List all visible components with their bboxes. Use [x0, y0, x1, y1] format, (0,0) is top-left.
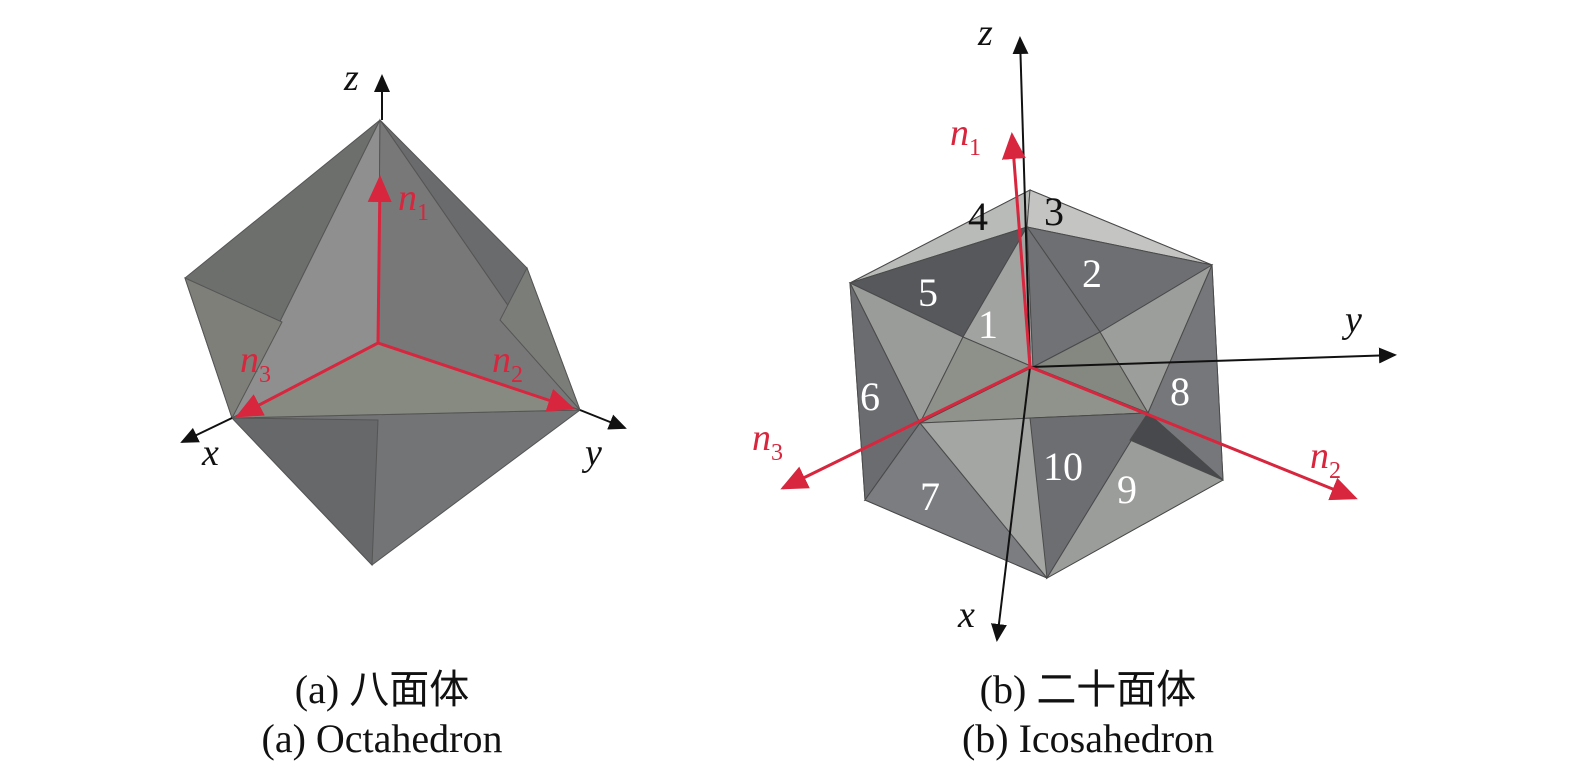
- y-axis-label: y: [581, 432, 602, 474]
- face-label-5: 5: [918, 270, 938, 315]
- n3-vector: [780, 365, 1031, 490]
- n1-label: n1: [398, 177, 429, 226]
- z-axis-label: z: [343, 57, 359, 99]
- n1-label: n1: [950, 112, 981, 161]
- n3-vector: [235, 341, 379, 418]
- face-label-2: 2: [1082, 251, 1102, 296]
- n1-vector: [367, 175, 392, 344]
- caption-a-english: (a) Octahedron: [261, 716, 503, 761]
- octahedron-normals: [235, 175, 575, 418]
- face-label-8: 8: [1170, 369, 1190, 414]
- caption-b-chinese: (b) 二十面体: [979, 667, 1197, 712]
- icosahedron-axes: [990, 36, 1397, 642]
- caption-a-chinese: (a) 八面体: [294, 667, 470, 712]
- octahedron-axes: [180, 74, 627, 443]
- n3-label: n3: [240, 339, 271, 388]
- face-labels: 1 2 3 4 5 6 7 8 9 10: [860, 189, 1190, 519]
- face-label-4: 4: [968, 194, 988, 239]
- caption-b-english: (b) Icosahedron: [961, 716, 1215, 761]
- y-axis: [1029, 347, 1397, 368]
- face-label-10: 10: [1043, 444, 1083, 489]
- n2-vector: [1029, 365, 1358, 501]
- face-label-6: 6: [860, 374, 880, 419]
- n2-vector: [377, 341, 575, 412]
- n2-label: n2: [492, 339, 523, 388]
- face-label-9: 9: [1117, 467, 1137, 512]
- z-axis: [1012, 36, 1031, 368]
- face-label-3: 3: [1044, 189, 1064, 234]
- x-axis-label: x: [201, 432, 219, 474]
- face-label-1: 1: [978, 302, 998, 347]
- n1-vector: [1001, 132, 1032, 368]
- icosahedron: [848, 189, 1224, 580]
- n2-label: n2: [1310, 435, 1341, 484]
- n3-label: n3: [752, 417, 783, 466]
- face-label-7: 7: [920, 474, 940, 519]
- y-axis: [579, 409, 627, 430]
- x-axis: [990, 366, 1031, 642]
- x-axis: [180, 417, 233, 443]
- y-axis-label: y: [1341, 299, 1362, 341]
- icosahedron-normals: [780, 132, 1358, 501]
- x-axis-label: x: [957, 594, 975, 636]
- z-axis-label: z: [977, 12, 993, 54]
